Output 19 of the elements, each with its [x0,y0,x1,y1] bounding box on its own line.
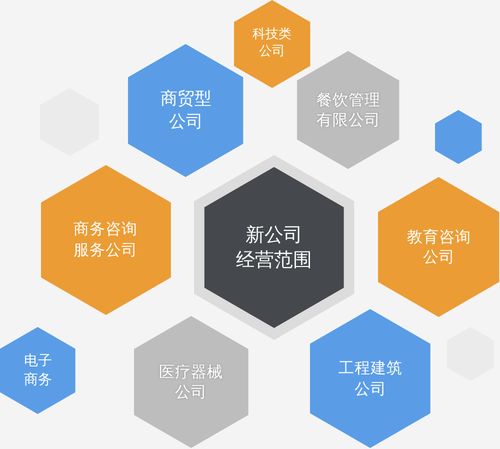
center-hexagon [194,155,354,340]
category-label: 科技类公司 [252,27,292,61]
category-hexagon [40,164,170,314]
category-label: 医疗器械公司 [158,362,223,402]
empty-hexagon [435,110,482,164]
category-hexagon [234,0,310,88]
category-label: 工程建筑公司 [338,358,402,399]
category-label: 餐饮管理有限公司 [316,90,380,130]
category-hexagon [310,309,431,448]
category-label: 电子商务 [24,352,52,389]
center-title: 新公司经营范围 [236,222,312,272]
category-label: 商务咨询服务公司 [73,219,138,260]
category-hexagon [128,44,244,177]
category-hexagon [378,177,500,317]
category-label: 教育咨询公司 [406,226,471,268]
category-hexagon [297,51,400,169]
category-label: 商贸型公司 [160,88,212,133]
category-hexagon [134,316,248,448]
category-hexagon [0,327,76,414]
